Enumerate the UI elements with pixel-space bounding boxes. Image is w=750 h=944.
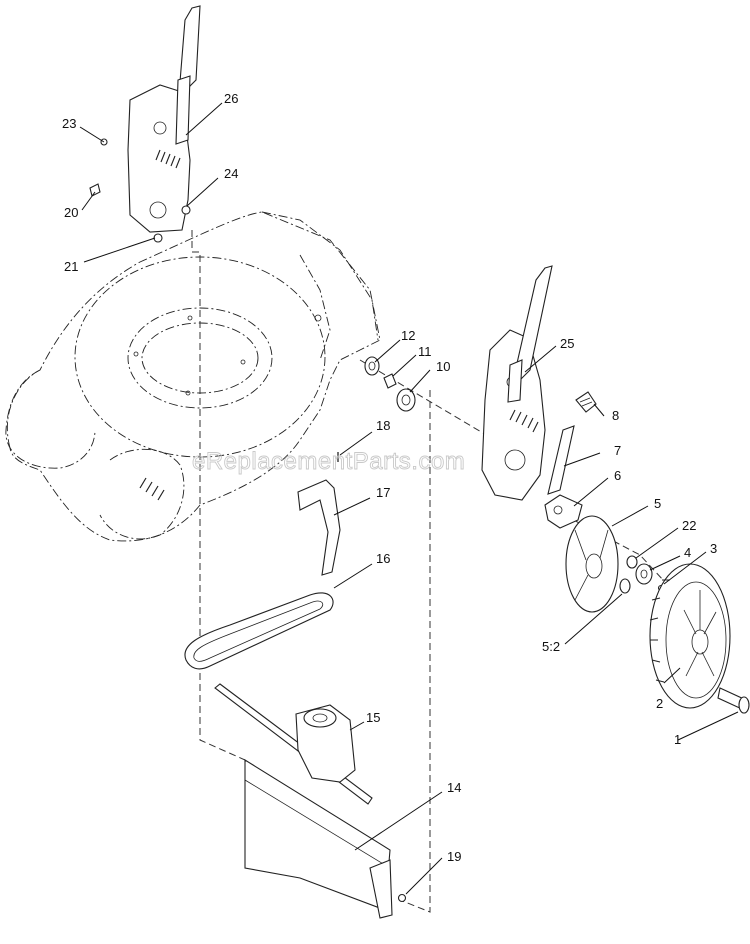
callout-12: 12 bbox=[401, 328, 415, 343]
callout-6: 6 bbox=[614, 468, 621, 483]
callout-5: 5 bbox=[654, 496, 661, 511]
callout-10: 10 bbox=[436, 359, 450, 374]
callout-labels: 23 26 24 20 21 25 12 11 10 8 7 6 5 22 4 … bbox=[62, 91, 717, 864]
axle-bushings bbox=[364, 356, 416, 412]
left-hardware bbox=[89, 138, 191, 243]
right-height-adjuster-lever bbox=[507, 265, 553, 403]
watermark-text: eReplacementParts.com bbox=[192, 448, 465, 475]
wheel-cover-part-5 bbox=[565, 515, 619, 613]
wheel-part-2 bbox=[649, 563, 731, 709]
callout-16: 16 bbox=[376, 551, 390, 566]
baffle-part-14 bbox=[244, 759, 393, 919]
callout-24: 24 bbox=[224, 166, 238, 181]
screw-part-19 bbox=[397, 893, 407, 903]
callout-7: 7 bbox=[614, 443, 621, 458]
gear-part-4 bbox=[635, 563, 653, 585]
transmission-part-15 bbox=[214, 683, 373, 805]
callout-2: 2 bbox=[656, 696, 663, 711]
callout-17: 17 bbox=[376, 485, 390, 500]
right-height-adjuster-bracket bbox=[481, 329, 546, 501]
plate-part-6 bbox=[544, 494, 583, 529]
washer-part-5-2 bbox=[619, 578, 631, 594]
link-part-7 bbox=[547, 425, 575, 495]
callout-1: 1 bbox=[674, 732, 681, 747]
leader-lines bbox=[79, 102, 739, 895]
callout-22: 22 bbox=[682, 518, 696, 533]
left-height-adjuster-bracket bbox=[127, 84, 191, 233]
callout-23: 23 bbox=[62, 116, 76, 131]
callout-5-2: 5:2 bbox=[542, 639, 560, 654]
callout-18: 18 bbox=[376, 418, 390, 433]
callout-26: 26 bbox=[224, 91, 238, 106]
callout-25: 25 bbox=[560, 336, 574, 351]
spring-part-8 bbox=[575, 391, 597, 413]
bolt-part-1 bbox=[717, 687, 750, 714]
callout-21: 21 bbox=[64, 259, 78, 274]
callout-11: 11 bbox=[418, 344, 432, 359]
washer-part-22 bbox=[626, 555, 638, 569]
callout-3: 3 bbox=[710, 541, 717, 556]
callout-8: 8 bbox=[612, 408, 619, 423]
bracket-part-17 bbox=[297, 479, 341, 576]
callout-15: 15 bbox=[366, 710, 380, 725]
callout-14: 14 bbox=[447, 780, 461, 795]
callout-4: 4 bbox=[684, 545, 691, 560]
drive-belt-part-16 bbox=[184, 592, 334, 670]
left-height-adjuster-lever bbox=[175, 5, 201, 145]
callout-19: 19 bbox=[447, 849, 461, 864]
callout-20: 20 bbox=[64, 205, 78, 220]
